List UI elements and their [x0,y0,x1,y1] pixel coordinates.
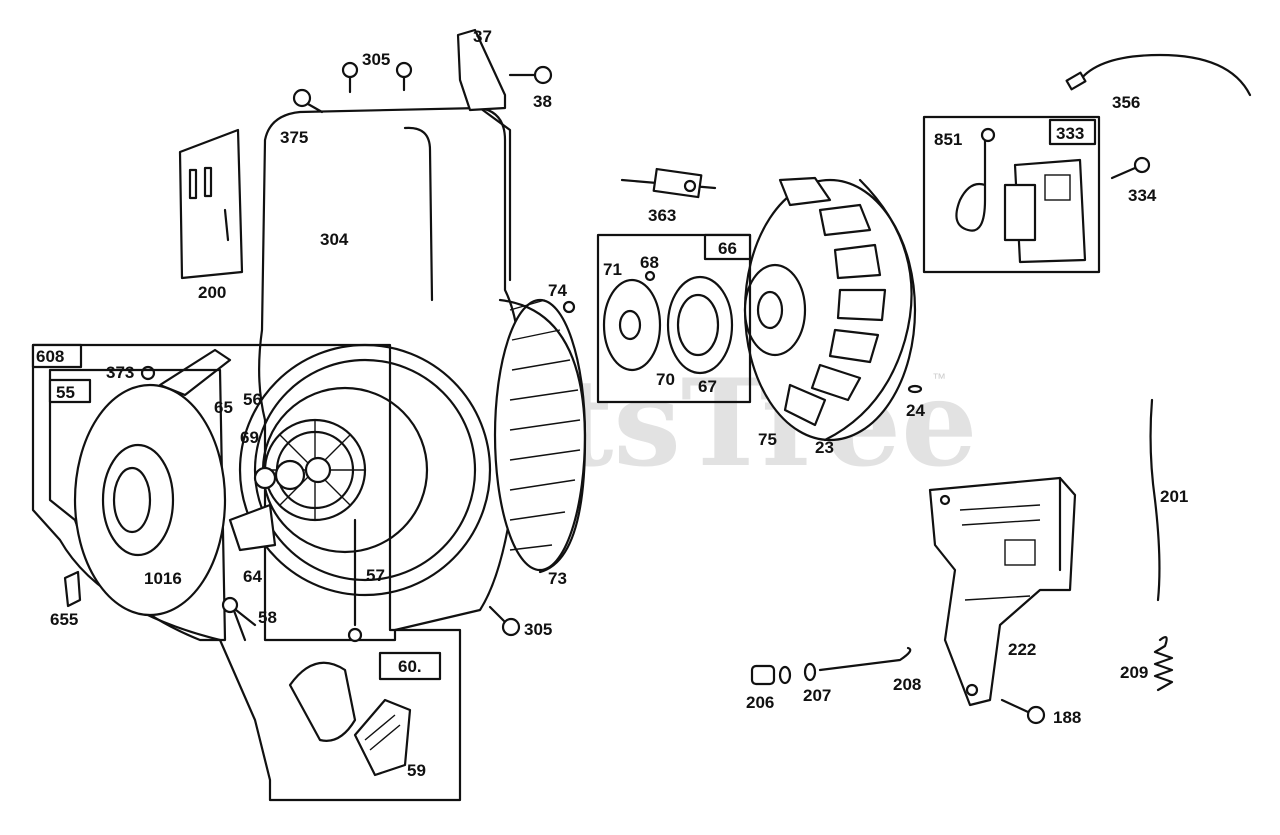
label-56: 56 [243,390,262,409]
label-1016: 1016 [144,569,182,588]
bracket-200-part [178,128,244,280]
screw-38-part [508,65,553,85]
part-207 [778,662,817,685]
clip-655-part [63,570,82,608]
label-24: 24 [906,401,925,420]
label-851: 851 [934,130,962,149]
label-363: 363 [648,206,676,225]
flywheel-23-part [743,176,917,442]
label-38: 38 [533,92,552,111]
label-64: 64 [243,567,262,586]
label-188: 188 [1053,708,1081,727]
label-55: 55 [56,383,75,402]
label-67: 67 [698,377,717,396]
control-plate-222-part [928,476,1077,707]
label-305-top: 305 [362,50,390,69]
screw-305-lower-part [488,605,521,637]
label-333: 333 [1056,124,1084,143]
spring-209-part [1153,635,1174,692]
label-37: 37 [473,27,492,46]
label-304: 304 [320,230,349,249]
label-65: 65 [214,398,233,417]
label-201: 201 [1160,487,1188,506]
label-71: 71 [603,260,622,279]
label-655: 655 [50,610,78,629]
screw-305-top-part [341,61,413,94]
label-23: 23 [815,438,834,457]
trademark-symbol: ™ [932,370,946,386]
pawl-kit-part [288,651,442,777]
label-608: 608 [36,347,64,366]
screw-58-part [221,596,257,627]
rewind-starter-part [31,343,462,802]
label-356: 356 [1112,93,1140,112]
label-69: 69 [240,428,259,447]
blower-housing-part [238,106,587,642]
label-73: 73 [548,569,567,588]
label-209: 209 [1120,663,1148,682]
label-70: 70 [656,370,675,389]
label-207: 207 [803,686,831,705]
link-208-part [818,646,912,672]
label-334: 334 [1128,186,1157,205]
label-74: 74 [548,281,567,300]
label-373: 373 [106,363,134,382]
label-375: 375 [280,128,308,147]
label-200: 200 [198,283,226,302]
label-59: 59 [407,761,426,780]
label-60: 60. [398,657,422,676]
bracket-37-part [456,28,507,112]
link-201-part [1149,398,1161,602]
screw-334-part [1110,156,1151,180]
screw-375-part [292,88,324,114]
ignition-333-part [922,115,1101,274]
label-206: 206 [746,693,774,712]
screw-188-part [1000,698,1046,725]
wire-356-part [1065,53,1252,97]
label-57: 57 [366,566,385,585]
label-58: 58 [258,608,277,627]
part-24 [907,384,923,394]
label-208: 208 [893,675,921,694]
clutch-66-part [596,233,752,404]
label-66: 66 [718,239,737,258]
label-68: 68 [640,253,659,272]
label-222: 222 [1008,640,1036,659]
label-305-lower: 305 [524,620,552,639]
part-206 [750,664,776,686]
part-74 [562,300,576,314]
part-363 [620,167,717,199]
label-75: 75 [758,430,777,449]
